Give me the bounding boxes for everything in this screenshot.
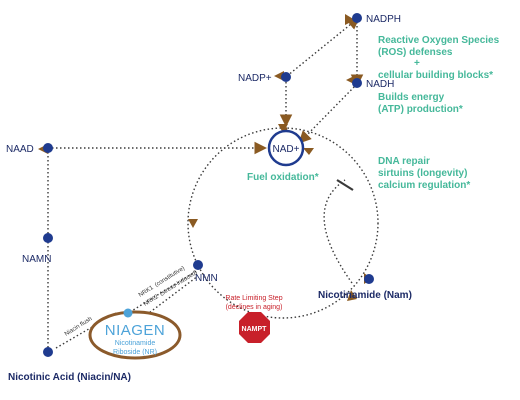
nadh-label: NADH [366, 79, 394, 90]
nam-arrow [347, 290, 357, 301]
nr-to-nmn-line-1 [129, 269, 199, 313]
dna-line2: sirtuins (longevity) [378, 168, 467, 179]
nadph-arrow [345, 14, 355, 25]
nad-right-arrow [303, 148, 314, 155]
nampt-label: NAMPT [242, 326, 268, 333]
nam-dot [364, 274, 374, 284]
nad-label: NAD+ [273, 144, 300, 155]
niagen-sub1: Nicotinamide [115, 340, 156, 347]
nadp-dot [281, 72, 291, 82]
nad-top-arrow [278, 124, 288, 133]
niagen-sub2: Riboside (NR) [113, 349, 157, 356]
nmn-up-arrow [188, 219, 198, 228]
naad-label: NAAD [6, 144, 34, 155]
inhibition-curve [323, 179, 353, 284]
atp-line1: Builds energy [378, 92, 445, 103]
nadh-to-nad-line [298, 83, 358, 144]
namn-dot [43, 233, 53, 243]
salvage-cycle [187, 127, 379, 319]
dna-line1: DNA repair [378, 156, 430, 167]
nad-node-ring [267, 129, 305, 167]
fuel-oxidation-label: Fuel oxidation* [247, 172, 319, 183]
ros-line1: Reactive Oxygen Species [378, 35, 500, 46]
nadh-dot [352, 78, 362, 88]
niagen-logo: NIAGEN [105, 322, 166, 339]
dna-line3: calcium regulation* [378, 180, 470, 191]
cycle-arrows [38, 14, 372, 301]
nmn-dot [193, 260, 203, 270]
nadph-dot [352, 13, 362, 23]
ros-line2: (ROS) defenses [378, 47, 453, 58]
ros-plus: + [414, 58, 420, 69]
nadph-label: NADPH [366, 14, 401, 25]
inhibition-bar [336, 179, 354, 191]
namn-label: NAMN [22, 254, 51, 265]
node-dots [43, 13, 374, 357]
na-dot [43, 347, 53, 357]
nadp-label: NADP+ [238, 73, 272, 84]
nam-label: Nicotinamide (Nam) [318, 290, 412, 301]
atp-line2: (ATP) production* [378, 104, 463, 115]
nr-dot [123, 308, 133, 318]
nmn-label: NMN [195, 273, 218, 284]
rate-limiting-line2: (declines in aging) [226, 304, 283, 311]
na-label: Nicotinic Acid (Niacin/NA) [8, 372, 131, 383]
ros-line3: cellular building blocks* [378, 70, 493, 81]
rate-limiting-line1: Rate Limiting Step [225, 295, 282, 302]
pathway-lines [47, 16, 364, 352]
nadp-to-nadph-line [286, 16, 360, 77]
naad-dot [43, 143, 53, 153]
nampt-octagon [239, 312, 270, 343]
niagen-ellipse [88, 310, 182, 360]
